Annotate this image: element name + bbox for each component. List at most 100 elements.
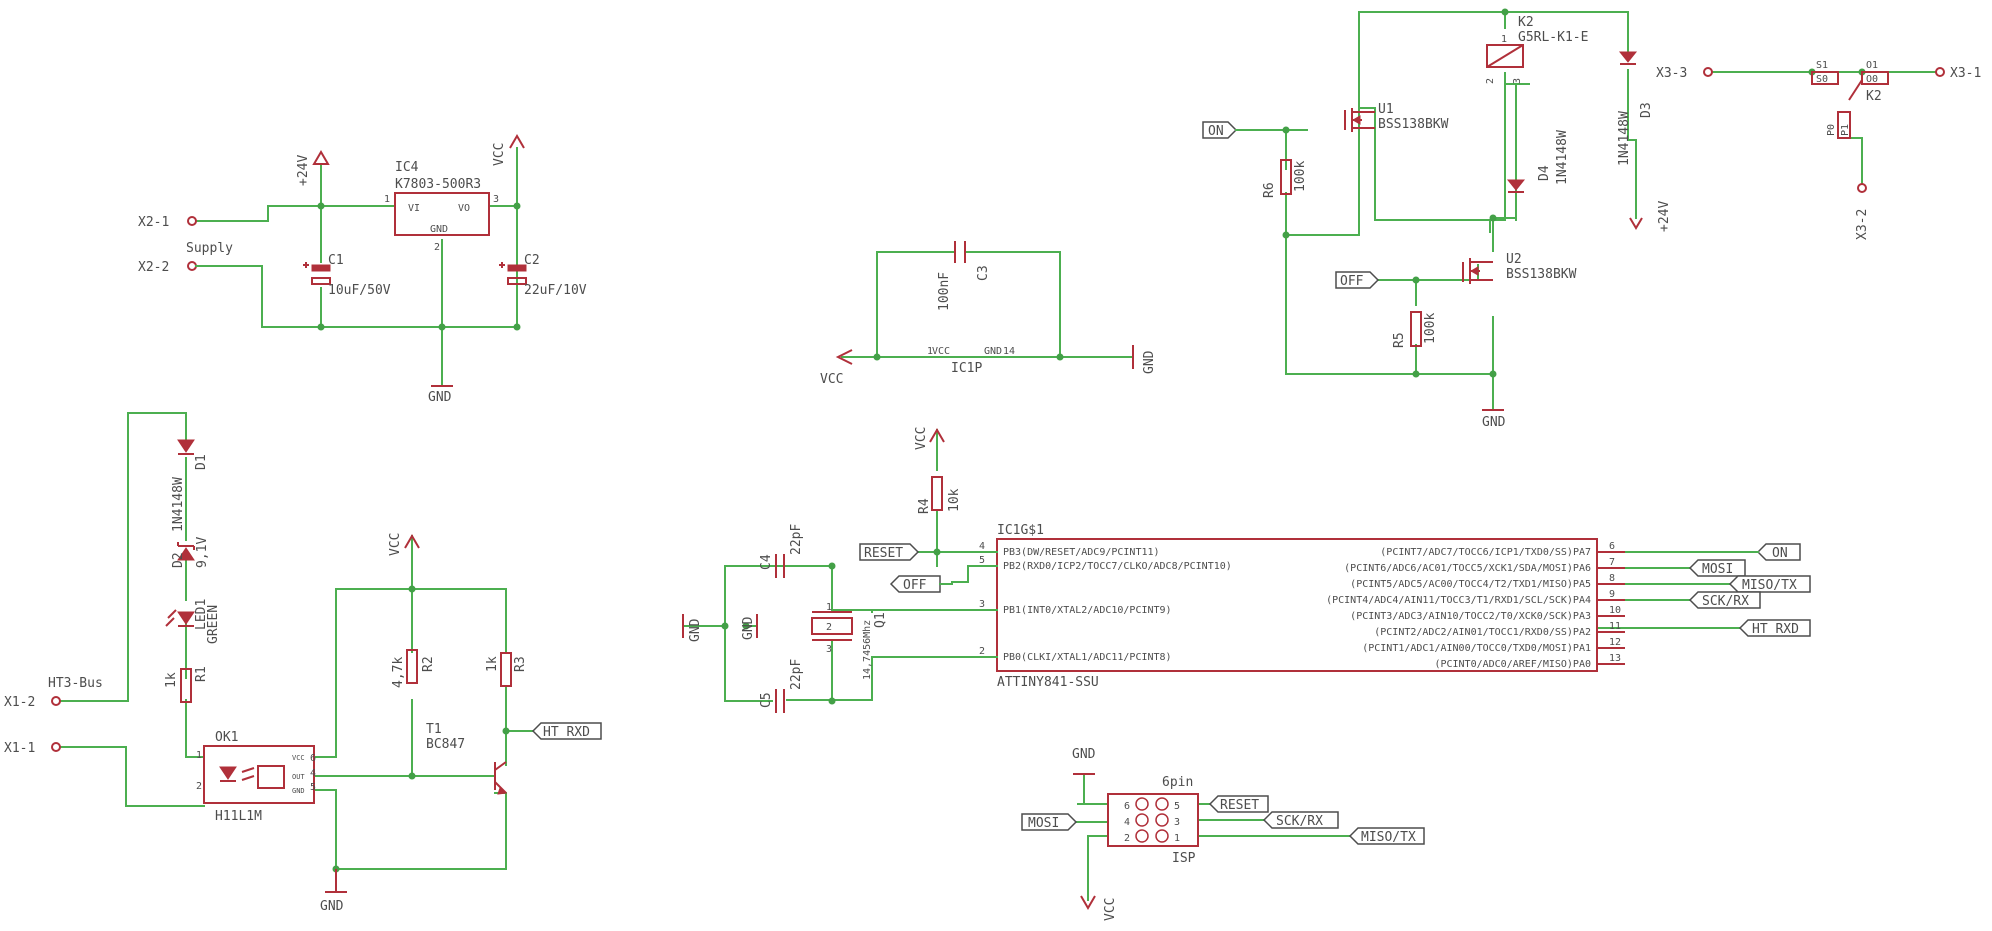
relay-24v-arrow [1629, 217, 1643, 230]
junction [438, 323, 446, 331]
s-contact [1811, 71, 1839, 85]
c2-plate [507, 277, 527, 285]
mcu-right-pin-label: (PCINT0/ADC0/AREF/MISO)PA0 [1434, 659, 1591, 670]
contact-wires [1711, 71, 1937, 186]
ic4-pin2: 2 [434, 242, 440, 253]
relay-24v-label: +24V [1657, 201, 1672, 232]
d1-value: 1N4148W [171, 477, 186, 532]
relay-contact-section: X3-3 X3-1 X3-2 S1 S0 O1 O0 P0 P1 K2 [1656, 60, 1981, 240]
q1-name: Q1 [873, 612, 888, 628]
isp-pad [1155, 813, 1169, 827]
ic4-vo: VO [458, 203, 470, 214]
mcu-left-pin-number: 4 [979, 541, 985, 552]
r2-value: 4,7k [391, 657, 406, 688]
isp-pin5: 5 [1174, 801, 1180, 812]
mcu-gnd-label-b: GND [741, 616, 756, 640]
input-ht-rxd-label: HT_RXD [543, 725, 590, 740]
mcu-right-pin-label: (PCINT4/ADC4/AIN11/TOCC3/T1/RXD1/SCL/SCK… [1326, 595, 1591, 606]
input-gnd-symbol [325, 869, 347, 893]
isp-sck-rx-tag [1262, 811, 1339, 829]
mcu-right-pin-number: 6 [1609, 541, 1615, 552]
ic4-body [394, 192, 490, 236]
mcu-reset-label: RESET [864, 546, 903, 561]
d2-value: 9,1V [195, 537, 210, 568]
connector-x2-2-terminal [187, 261, 197, 271]
isp-pin2: 2 [1124, 833, 1130, 844]
ok1-pin1: 1 [196, 750, 202, 761]
led1-name: LED1 [194, 599, 209, 630]
d1-triangle [177, 439, 195, 453]
k2-pin2: 2 [1485, 78, 1496, 84]
c1-name: C1 [328, 253, 344, 268]
supply-24v-arrow [312, 150, 330, 165]
power-supply-section: X2-1 X2-2 Supply IC4 K7803-500R3 VI VO G… [138, 134, 587, 405]
u1-name: U1 [1378, 102, 1394, 117]
supply-vcc-arrow [509, 134, 525, 149]
junction [1489, 214, 1497, 222]
mcu-gnd-label: GND [688, 618, 703, 642]
k2-coil [1486, 44, 1524, 68]
isp-reset-tag [1208, 795, 1269, 813]
ok1-value: H11L1M [215, 809, 262, 824]
d2-name: D2 [171, 552, 186, 568]
mcu-right-pin-number: 9 [1609, 589, 1615, 600]
r5-body [1410, 311, 1422, 347]
c4-name: C4 [759, 554, 774, 570]
r6-name: R6 [1262, 182, 1277, 198]
r6-value: 100k [1293, 161, 1308, 192]
ic4-pin1: 1 [384, 194, 390, 205]
mcu-right-pin-number: 7 [1609, 557, 1615, 568]
x2-1-label: X2-1 [138, 215, 169, 230]
c2-value: 22uF/10V [524, 283, 587, 298]
mcu-reset-tag [859, 543, 920, 561]
r2-body [406, 649, 418, 684]
decoupling-vcc-label: VCC [820, 372, 843, 387]
ok1-gate [257, 765, 285, 789]
isp-pad [1135, 813, 1149, 827]
mcu-left-pin-number: 5 [979, 555, 985, 566]
x3-2-terminal [1857, 183, 1867, 193]
junction [317, 323, 325, 331]
mcu-left-pins: 4PB3(DW/RESET/ADC9/PCINT11)5PB2(RXD0/ICP… [979, 541, 1232, 663]
led1-value: GREEN [206, 605, 221, 644]
isp-pin-group [1135, 797, 1169, 843]
r4-name: R4 [917, 498, 932, 514]
input-wires [59, 412, 534, 870]
x3-3-terminal [1703, 67, 1713, 77]
mcu-sck-rx-label: SCK/RX [1702, 594, 1749, 609]
junction [721, 622, 729, 630]
mcu-right-pin-number: 10 [1609, 605, 1621, 616]
mcu-right-pin-label: (PCINT6/ADC6/AC01/TOCC5/XCK1/SDA/MOSI)PA… [1344, 563, 1591, 574]
x1-2-terminal [51, 696, 61, 706]
isp-pad [1135, 797, 1149, 811]
junction [828, 697, 836, 705]
x1-2-label: X1-2 [4, 695, 35, 710]
mcu-ht-rxd-label: HT_RXD [1752, 622, 1799, 637]
ok1-pin4: 4 [310, 768, 316, 779]
contact-s0: S0 [1816, 74, 1828, 85]
mcu-left-pin-label: PB1(INT0/XTAL2/ADC10/PCINT9) [1003, 605, 1172, 616]
mcu-right-pin-number: 12 [1609, 637, 1621, 648]
mcu-left-pin-label: PB2(RXD0/ICP2/TOCC7/CLKO/ADC8/PCINT10) [1003, 561, 1232, 572]
ok1-led [219, 766, 237, 780]
q1-pin3: 3 [826, 644, 832, 655]
p-contact [1837, 111, 1851, 139]
junction [1412, 276, 1420, 284]
relay-wires [1263, 11, 1637, 411]
mcu-right-pin-number: 11 [1609, 621, 1621, 632]
x3-1-label: X3-1 [1950, 66, 1981, 81]
relay-off-tag [1335, 271, 1380, 289]
c5-name: C5 [759, 692, 774, 708]
d4-triangle [1506, 179, 1526, 191]
r3-body [500, 652, 512, 687]
isp-vcc-label: VCC [1103, 898, 1118, 921]
t1-arrow [497, 787, 508, 795]
r1-body [180, 668, 192, 703]
junction [933, 548, 941, 556]
r2-name: R2 [421, 656, 436, 672]
supply-vcc-label: VCC [492, 143, 507, 166]
r6-body [1280, 159, 1292, 195]
isp-pin1: 1 [1174, 833, 1180, 844]
isp-miso-tx-tag [1348, 827, 1425, 845]
